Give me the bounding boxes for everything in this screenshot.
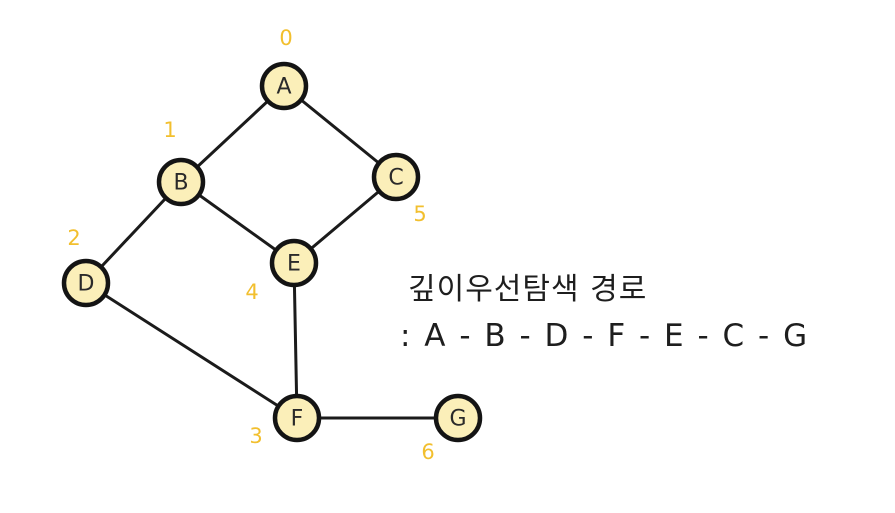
- node-g: G6: [421, 393, 483, 464]
- node-e: E4: [245, 238, 319, 304]
- visit-order-number: 3: [249, 424, 262, 448]
- node-circle: [259, 61, 309, 111]
- node-circle: [61, 258, 111, 308]
- node-label: C: [388, 166, 403, 191]
- edge-d-f: [84, 281, 299, 420]
- edge-e-f: [292, 261, 299, 420]
- node-a: A0: [259, 26, 309, 111]
- node-circle: [156, 157, 206, 207]
- visit-order-number: 6: [421, 440, 434, 464]
- node-f: F3: [249, 393, 322, 448]
- node-circle: [371, 152, 421, 202]
- node-label: A: [276, 75, 291, 100]
- node-b: B1: [156, 118, 206, 207]
- traversal-path: : A - B - D - F - E - C - G: [400, 318, 810, 354]
- node-circle: [272, 393, 322, 443]
- node-circle: [269, 238, 319, 288]
- node-label: D: [78, 272, 95, 297]
- visit-order-number: 2: [67, 226, 80, 250]
- visit-order-number: 0: [279, 26, 292, 50]
- visit-order-number: 1: [163, 118, 176, 142]
- node-label: E: [287, 252, 301, 277]
- edge-layer: [84, 84, 460, 420]
- visit-order-number: 5: [413, 202, 426, 226]
- node-label: F: [291, 407, 304, 432]
- node-circle: [433, 393, 483, 443]
- node-label: B: [173, 171, 188, 196]
- node-d: D2: [61, 226, 111, 308]
- node-label: G: [449, 407, 466, 432]
- node-c: C5: [371, 152, 427, 226]
- traversal-title: 깊이우선탐색 경로: [408, 272, 648, 307]
- visit-order-number: 4: [245, 280, 258, 304]
